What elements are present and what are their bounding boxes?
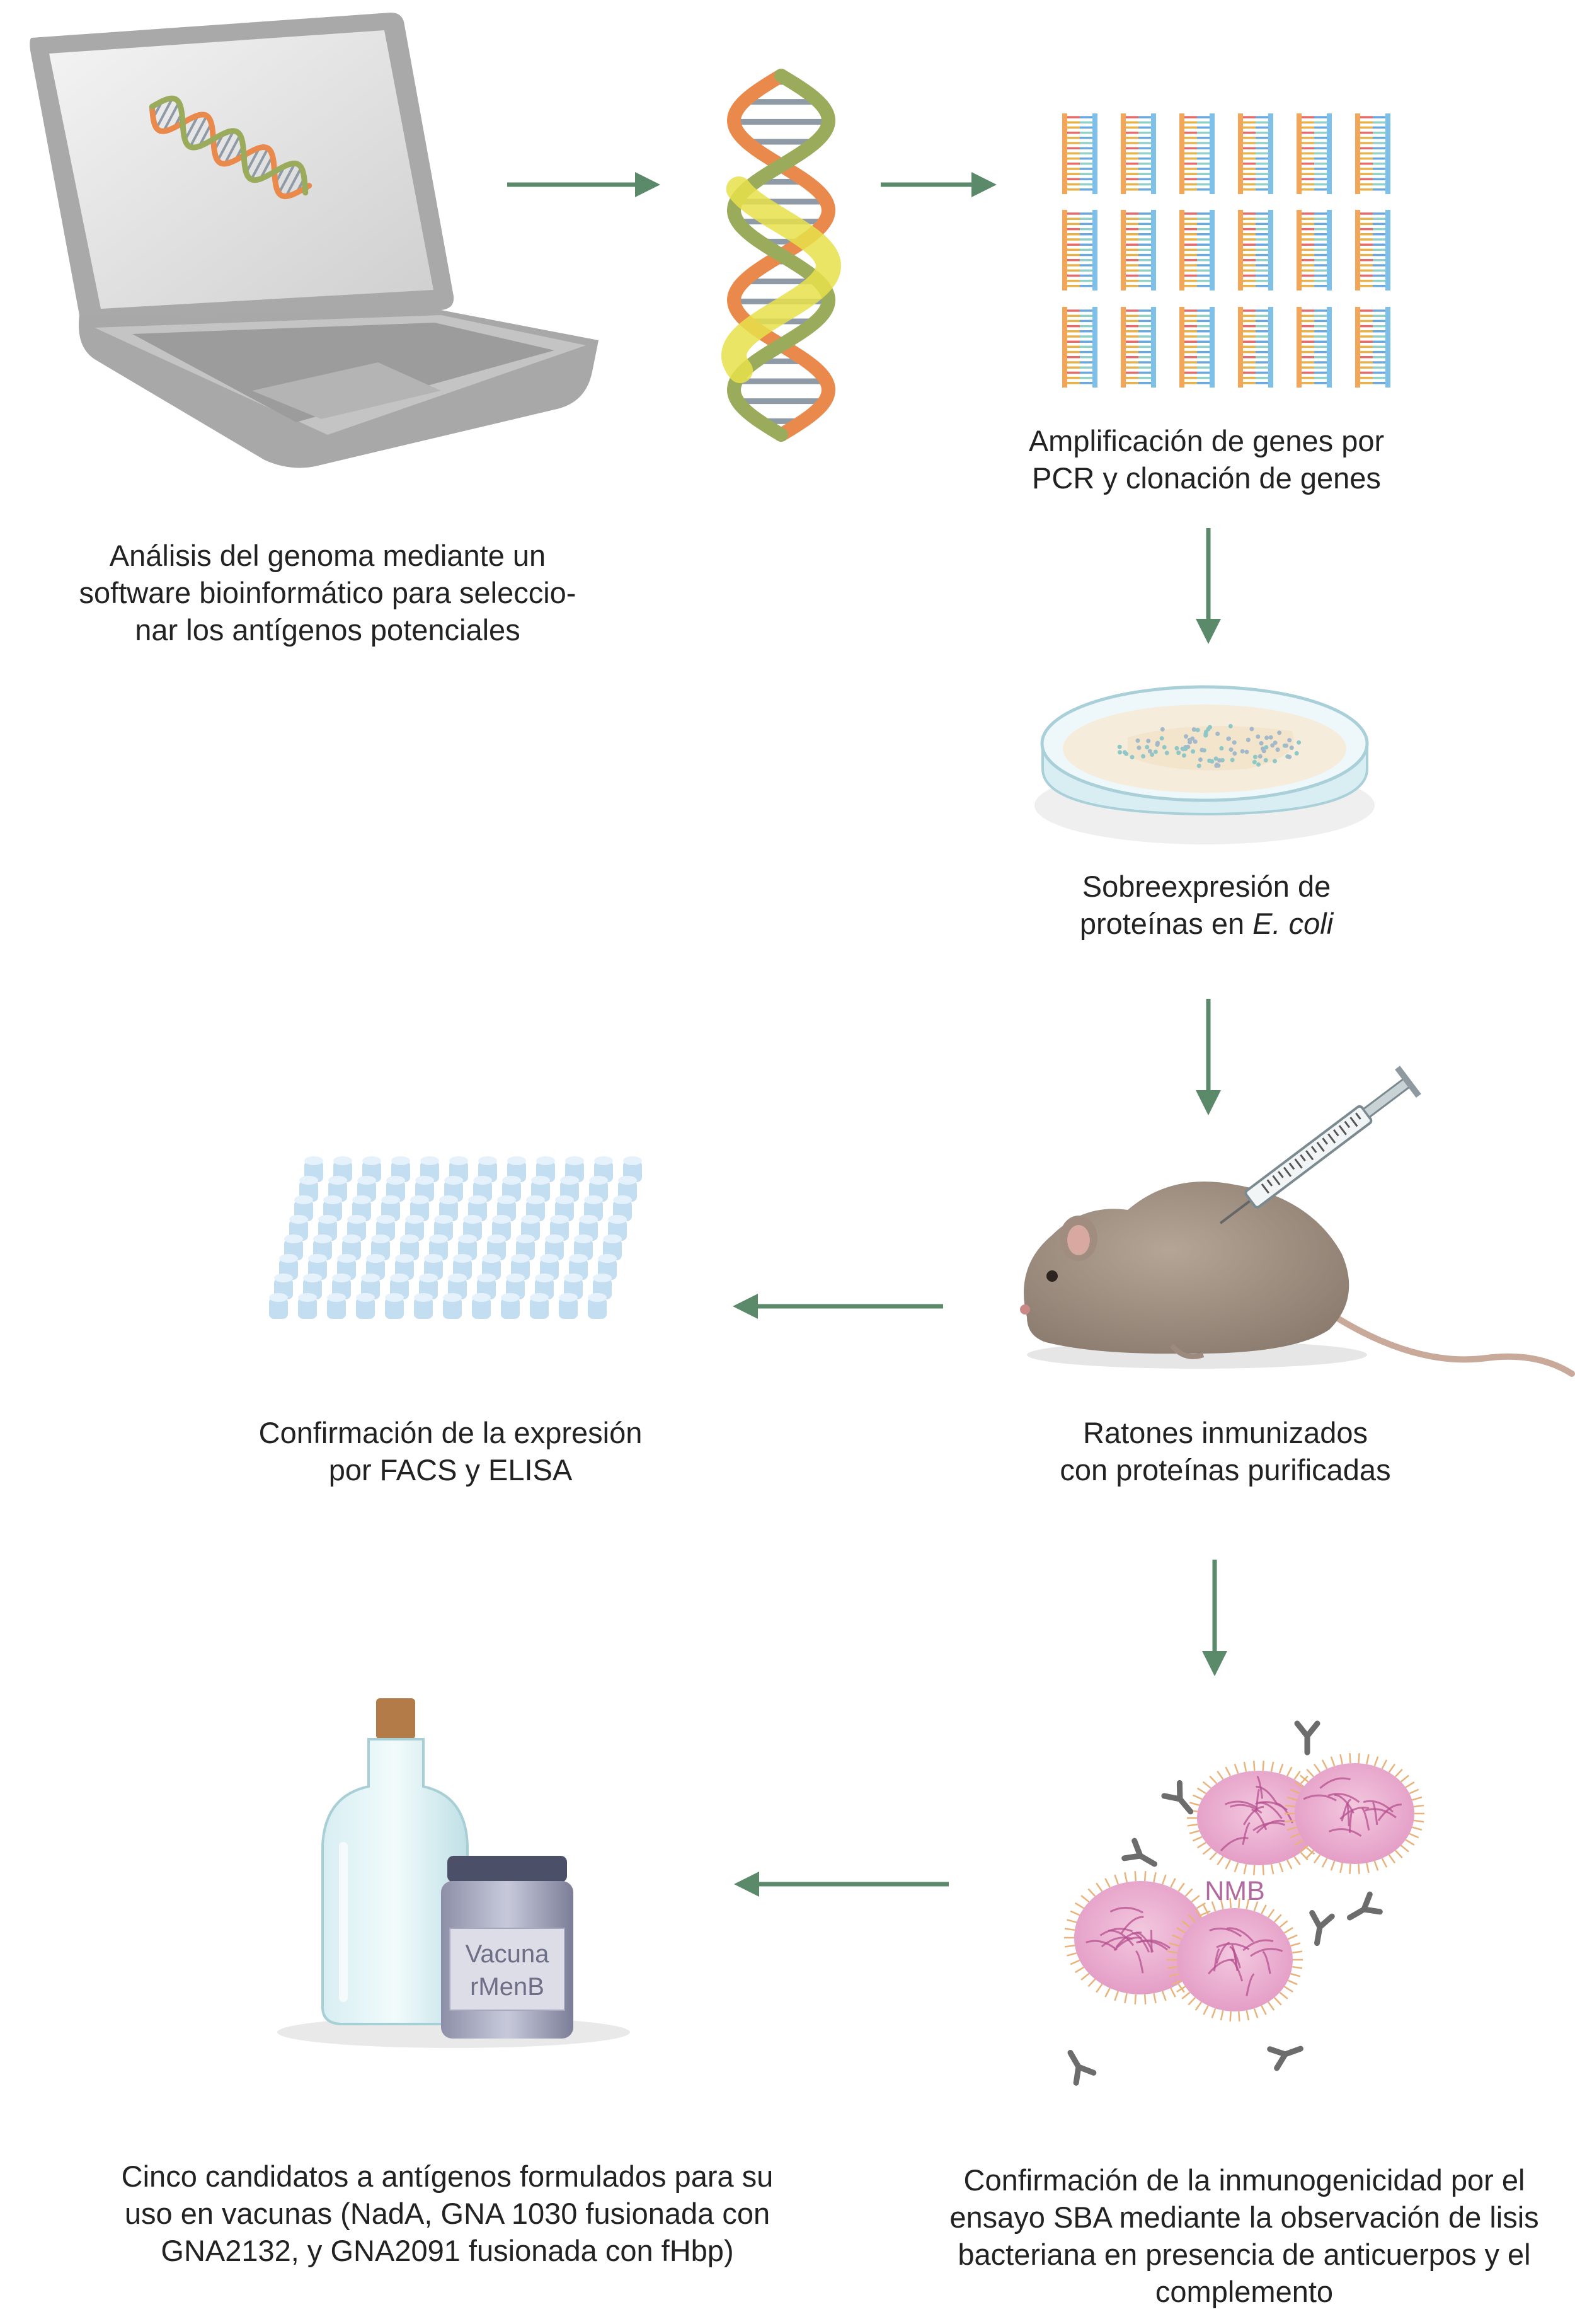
arrow-head: [734, 1872, 759, 1897]
mouse-illustration: [1020, 1182, 1575, 1377]
caption-line: por FACS y ELISA: [328, 1453, 573, 1487]
caption-line: GNA2132, y GNA2091 fusionada con fHbp): [161, 2234, 734, 2267]
vaccine-label-line1: Vacuna: [465, 1940, 549, 1968]
caption-line: Análisis del genoma mediante un: [109, 539, 546, 572]
nmb-label: NMB: [1205, 1876, 1265, 1906]
caption-confirmation-expression: Confirmación de la expresión por FACS y …: [195, 1414, 706, 1488]
arrow-head: [1196, 1090, 1221, 1115]
caption-pcr: Amplificación de genes por PCR y clonaci…: [964, 422, 1449, 497]
petri-dish-illustration: [1034, 685, 1375, 844]
gene-strips-illustration: [1062, 113, 1390, 388]
species-name: E. coli: [1252, 907, 1334, 940]
caption-line: complemento: [1155, 2275, 1334, 2308]
caption-immunized-mice: Ratones inmunizados con proteínas purifi…: [976, 1414, 1474, 1488]
vaccine-label-line2: rMenB: [470, 1973, 544, 2001]
caption-line: Ratones inmunizados: [1083, 1416, 1368, 1449]
vaccine-bottles-illustration: [277, 1698, 630, 2048]
dna-helix-illustration: [721, 69, 842, 442]
antibody-icons: [1067, 1720, 1383, 2086]
screen-dna-icon: [149, 95, 312, 200]
caption-line: con proteínas purificadas: [1060, 1453, 1391, 1487]
caption-text: proteínas en: [1079, 907, 1253, 940]
caption-line: proteínas en E. coli: [964, 905, 1449, 942]
caption-line: PCR y clonación de genes: [1032, 461, 1381, 495]
caption-line: nar los antígenos potenciales: [135, 613, 520, 647]
vaccine-label: Vacuna rMenB: [450, 1938, 564, 2003]
caption-line: Cinco candidatos a antígenos formulados …: [121, 2160, 774, 2193]
bacteria-illustration: [1064, 1753, 1424, 2022]
arrow-head: [1196, 619, 1221, 644]
caption-line: Amplificación de genes por: [1028, 424, 1385, 457]
caption-overexpression: Sobreexpresión de proteínas en E. coli: [964, 868, 1449, 942]
caption-genome-analysis: Análisis del genoma mediante un software…: [25, 537, 630, 648]
syringe-icon: [1219, 1066, 1421, 1224]
caption-line: Confirmación de la expresión: [258, 1416, 643, 1449]
caption-line: uso en vacunas (NadA, GNA 1030 fusionada…: [124, 2197, 770, 2230]
caption-line: software bioinformático para seleccio-: [79, 576, 576, 609]
caption-line: Confirmación de la inmunogenicidad por e…: [963, 2163, 1525, 2197]
caption-vaccine: Cinco candidatos a antígenos formulados …: [82, 2158, 813, 2269]
process-arrows: [507, 172, 1227, 1897]
arrow-head: [1202, 1651, 1227, 1676]
caption-line: ensayo SBA mediante la observación de li…: [949, 2200, 1539, 2234]
caption-line: bacteriana en presencia de anticuerpos y…: [958, 2238, 1531, 2271]
caption-line: Sobreexpresión de: [1082, 870, 1331, 903]
arrow-head: [733, 1294, 758, 1319]
arrow-head: [971, 172, 997, 197]
arrow-head: [635, 172, 660, 197]
caption-immunogenicity: Confirmación de la inmunogenicidad por e…: [914, 2161, 1575, 2310]
well-plate-illustration: [269, 1156, 642, 1319]
laptop-illustration: [30, 13, 598, 468]
